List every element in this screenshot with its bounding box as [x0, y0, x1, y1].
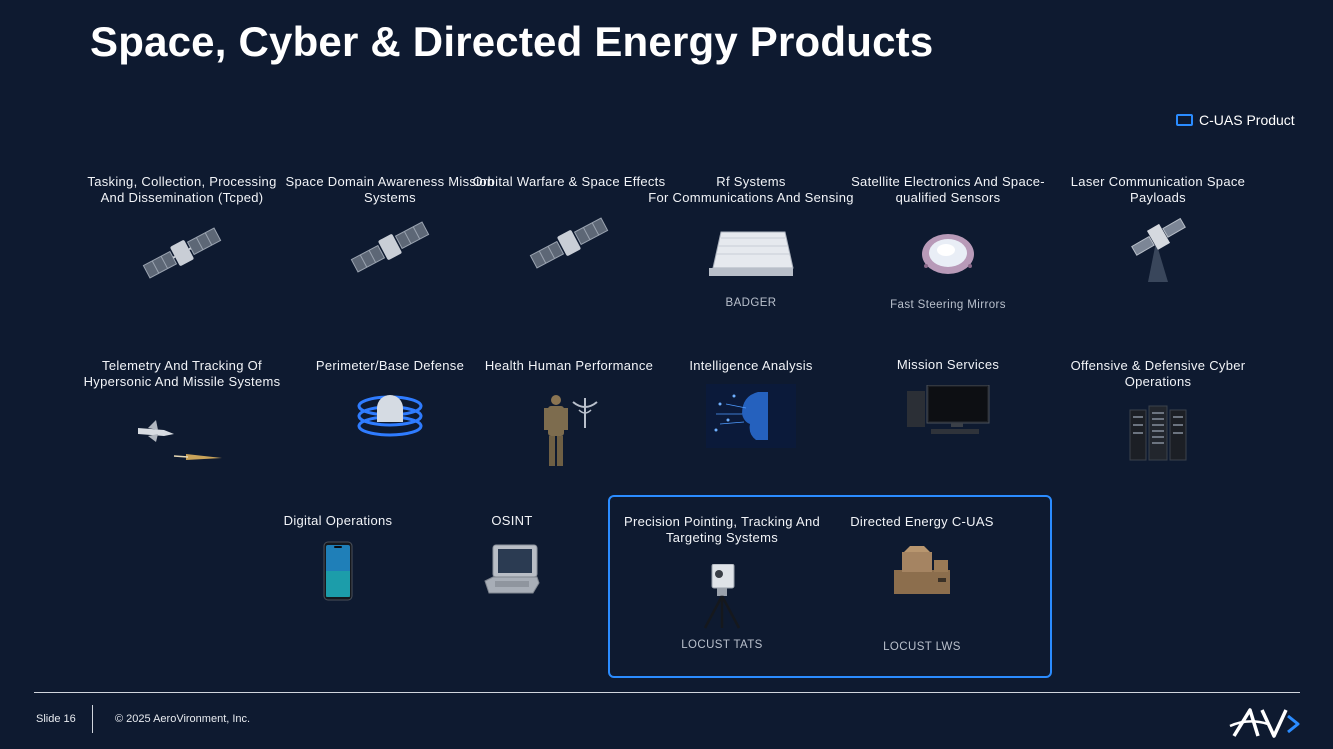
- product-precision-pointing[interactable]: Precision Pointing, Tracking And Targeti…: [617, 514, 827, 651]
- product-label: Mission Services: [896, 357, 1000, 372]
- dome-shield-icon: [355, 386, 425, 445]
- tripod-camera-icon: [699, 563, 745, 635]
- slide-number: Slide 16: [36, 713, 76, 725]
- product-mission-services: Mission Services: [843, 357, 1053, 434]
- product-health-performance: Health Human Performance: [464, 358, 674, 466]
- product-orbital-warfare: Orbital Warfare & Space Effects: [464, 174, 674, 269]
- footer-divider: [34, 692, 1300, 693]
- legend-label: C-UAS Product: [1199, 112, 1295, 128]
- product-sublabel: LOCUST LWS: [883, 641, 961, 653]
- product-satellite-electronics: Satellite Electronics And Space-qualifie…: [843, 174, 1053, 311]
- laser-satellite-icon: [1128, 214, 1188, 289]
- product-directed-energy-cuas[interactable]: Directed Energy C-UAS LOCUST LWS: [817, 514, 1027, 653]
- product-laser-communication: Laser Communication Space Payloads: [1053, 174, 1263, 282]
- product-osint: OSINT: [407, 513, 617, 594]
- product-telemetry-tracking: Telemetry And Tracking Of Hypersonic And…: [77, 358, 287, 460]
- product-label: Telemetry And Tracking Of Hypersonic And…: [83, 358, 281, 389]
- product-intelligence-analysis: Intelligence Analysis: [646, 358, 856, 448]
- product-label: Space Domain Awareness Mission Systems: [285, 174, 495, 205]
- product-rf-systems: Rf Systems For Communications And Sensin…: [646, 174, 856, 309]
- product-label: Perimeter/Base Defense: [315, 358, 465, 373]
- product-label: Precision Pointing, Tracking And Targeti…: [623, 514, 821, 545]
- cuas-product-group: [608, 495, 1052, 678]
- product-label: Health Human Performance: [484, 358, 654, 373]
- product-label: Orbital Warfare & Space Effects: [472, 174, 666, 189]
- computer-workstation-icon: [905, 384, 991, 440]
- footer-separator: [92, 705, 93, 733]
- laser-weapon-icon: [890, 542, 954, 603]
- copyright: © 2025 AeroVironment, Inc.: [115, 713, 251, 725]
- product-perimeter-defense: Perimeter/Base Defense: [285, 358, 495, 437]
- product-label: Rf Systems For Communications And Sensin…: [648, 174, 854, 205]
- ai-face-icon: [706, 384, 796, 453]
- steering-mirror-icon: [920, 232, 976, 283]
- product-label: Offensive & Defensive Cyber Operations: [1070, 358, 1246, 389]
- smartphone-icon: [323, 541, 353, 606]
- product-sublabel: BADGER: [725, 297, 777, 309]
- missile-icon: [134, 418, 230, 473]
- page-title: Space, Cyber & Directed Energy Products: [90, 18, 934, 65]
- product-label: Tasking, Collection, Processing And Diss…: [87, 174, 277, 205]
- product-cyber-operations: Offensive & Defensive Cyber Operations: [1053, 358, 1263, 461]
- satellite-icon: [140, 222, 224, 289]
- product-sublabel: LOCUST TATS: [681, 639, 763, 651]
- product-label: Satellite Electronics And Space-qualifie…: [851, 174, 1045, 205]
- product-label: Intelligence Analysis: [689, 358, 813, 373]
- product-space-domain-awareness: Space Domain Awareness Mission Systems: [285, 174, 495, 273]
- satellite-icon: [527, 212, 611, 279]
- product-sublabel: Fast Steering Mirrors: [890, 299, 1006, 311]
- product-label: Directed Energy C-UAS: [850, 514, 994, 529]
- av-logo-icon: [1228, 706, 1302, 745]
- product-label: Laser Communication Space Payloads: [1070, 174, 1246, 205]
- soldier-medical-icon: [539, 394, 599, 475]
- rf-antenna-icon: [705, 228, 797, 285]
- server-rack-icon: [1128, 404, 1188, 467]
- product-label: OSINT: [491, 513, 533, 528]
- legend-swatch: [1176, 114, 1193, 126]
- satellite-icon: [348, 216, 432, 283]
- legend: C-UAS Product: [1176, 112, 1295, 128]
- product-label: Digital Operations: [283, 513, 393, 528]
- product-tcped: Tasking, Collection, Processing And Diss…: [77, 174, 287, 279]
- laptop-icon: [483, 543, 541, 600]
- product-digital-operations: Digital Operations: [233, 513, 443, 601]
